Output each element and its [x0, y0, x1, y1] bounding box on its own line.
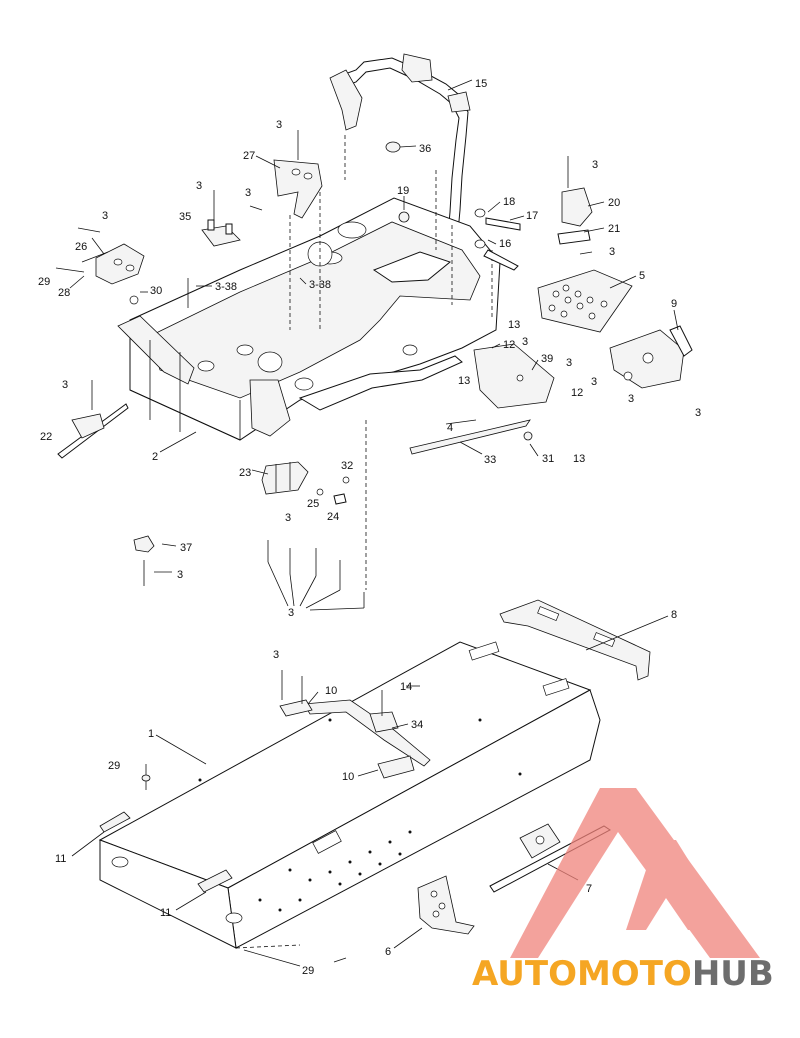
callout-label: 27: [243, 150, 255, 162]
washer-30-part: [129, 295, 139, 305]
callout-label: 3: [196, 180, 202, 192]
callout-label: 5: [639, 270, 645, 282]
callout-label: 32: [341, 460, 353, 472]
callout-label: 3: [609, 246, 615, 258]
watermark-text: AUTOMOTOHUB: [472, 954, 774, 994]
bracket-35-part: [201, 190, 263, 247]
callout-label: 30: [150, 285, 162, 297]
callout-label: 3: [276, 119, 282, 131]
leader-lines: [69, 79, 679, 967]
callout-label: 11: [160, 907, 171, 919]
callout-label: 3: [273, 649, 279, 661]
callout-label: 3: [62, 379, 68, 391]
callout-label: 3: [628, 393, 634, 405]
callout-label: 29: [108, 760, 120, 772]
bracket-4-part: [473, 343, 555, 409]
hinge-23-part: [261, 461, 350, 505]
front-bulkhead-part: [117, 170, 501, 590]
callout-label: 3: [522, 336, 528, 348]
rod-22-part: [57, 380, 129, 459]
callout-label: 3: [285, 512, 291, 524]
callout-label: 3: [592, 159, 598, 171]
callout-label: 3-38: [215, 281, 237, 293]
watermark-text-part2: HUB: [692, 954, 774, 994]
callout-label: 26: [75, 241, 87, 253]
callout-label: 21: [608, 223, 620, 235]
callout-label: 3-38: [309, 279, 331, 291]
callout-label: 29: [38, 276, 50, 288]
callout-label: 14: [400, 681, 412, 693]
callout-label: 12: [503, 339, 515, 351]
callout-label: 36: [419, 143, 431, 155]
clip-37-part: [133, 535, 155, 586]
callout-label: 34: [411, 719, 423, 731]
strip-33-part: [409, 419, 531, 455]
callout-label: 7: [586, 883, 592, 895]
callout-label: 15: [475, 78, 487, 90]
callout-label: 22: [40, 431, 52, 443]
callout-label: 25: [307, 498, 319, 510]
callout-label: 18: [503, 196, 515, 208]
callout-label: 3: [177, 569, 183, 581]
callout-label: 33: [484, 454, 496, 466]
callout-label: 1: [148, 728, 154, 740]
callout-label: 11: [55, 853, 66, 865]
watermark-text-part1: AUTOMOTO: [472, 954, 692, 994]
bracket-26-part: [55, 227, 145, 285]
callout-label: 16: [499, 238, 511, 250]
skid-plate-5-part: [537, 269, 633, 333]
callout-label: 10: [325, 685, 337, 697]
callout-label: 13: [508, 319, 520, 331]
watermark-triangle-icon: [510, 788, 760, 958]
callout-label: 28: [58, 287, 70, 299]
nut-31-part: [523, 431, 533, 441]
callout-label: 39: [541, 353, 553, 365]
callout-label: 37: [180, 542, 192, 554]
fastener-group-3: [267, 540, 365, 611]
callout-label: 29: [302, 965, 314, 977]
slide-11-part: [99, 811, 233, 893]
callout-label: 13: [458, 375, 470, 387]
callout-label: 23: [239, 467, 251, 479]
front-end-9-part: [609, 325, 693, 389]
bracket-6-part: [417, 875, 475, 935]
callout-label: 3: [245, 187, 251, 199]
steering-post-part: [329, 53, 471, 235]
callout-label: 3: [102, 210, 108, 222]
callout-label: 6: [385, 946, 391, 958]
callout-label: 3: [695, 407, 701, 419]
callout-label: 20: [608, 197, 620, 209]
fastener-29-part: [141, 764, 347, 963]
bracket-20-part: [557, 156, 593, 255]
rear-bracket-8-part: [499, 599, 651, 681]
callout-label: 3: [566, 357, 572, 369]
callout-label: 35: [179, 211, 191, 223]
footrest-34-part: [279, 670, 431, 779]
bracket-27-part: [273, 130, 323, 219]
callout-label: 24: [327, 511, 339, 523]
callout-label: 19: [397, 185, 409, 197]
callout-label: 3: [591, 376, 597, 388]
callout-label: 4: [447, 422, 453, 434]
callout-label: 13: [573, 453, 585, 465]
callout-label: 12: [571, 387, 583, 399]
callout-label: 3: [288, 607, 294, 619]
foot-pad-10-upper: [279, 699, 313, 717]
callout-label: 31: [542, 453, 554, 465]
tunnel-1-part: [98, 641, 601, 949]
callout-label: 2: [152, 451, 158, 463]
callout-label: 17: [526, 210, 538, 222]
callout-label: 10: [342, 771, 354, 783]
callout-label: 9: [671, 298, 677, 310]
automotohub-watermark-logo: AUTOMOTOHUB: [472, 788, 774, 994]
foot-pad-10-lower: [377, 755, 415, 779]
callout-label: 8: [671, 609, 677, 621]
hardware-group-right: [385, 141, 521, 271]
